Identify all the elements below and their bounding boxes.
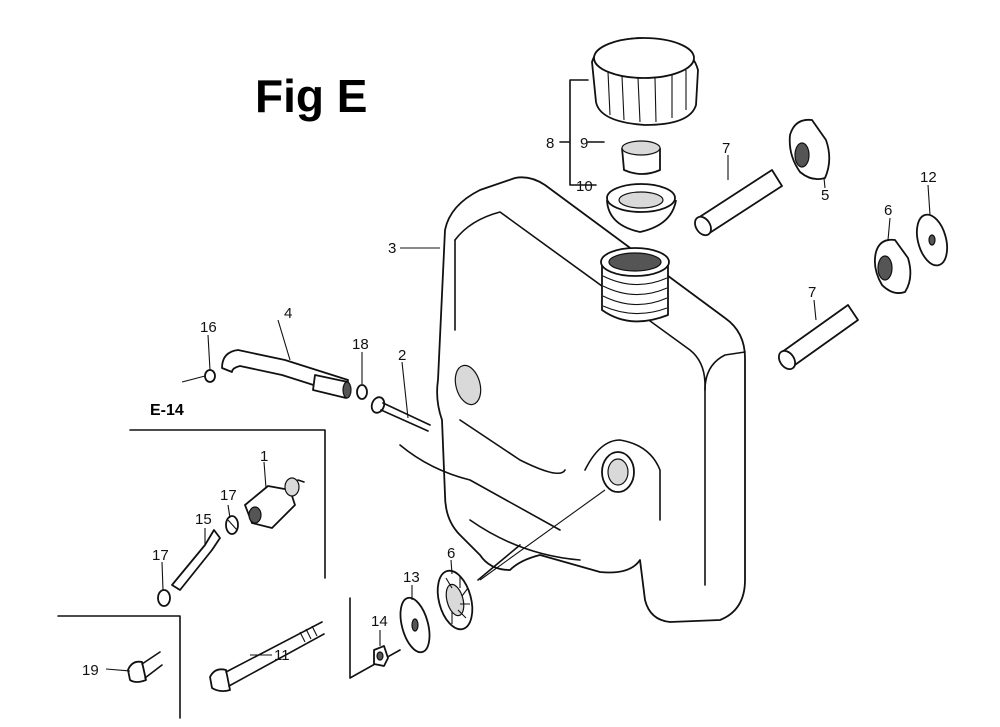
callout-13: 13 (403, 569, 420, 586)
callout-11: 11 (274, 647, 290, 664)
washer-12 (915, 213, 949, 267)
callout-14: 14 (371, 613, 388, 630)
bolt-11 (209, 621, 325, 693)
grommet-6-right (873, 238, 912, 294)
callout-4: 4 (284, 305, 292, 322)
grommet-5 (788, 118, 831, 181)
callout-6-lower: 6 (447, 545, 455, 562)
callout-2: 2 (398, 347, 406, 364)
washer-13 (399, 596, 431, 654)
rubber-pipe-upper (694, 169, 783, 237)
filler-neck (600, 247, 670, 323)
callout-3: 3 (388, 240, 396, 257)
group-frame-upper (129, 429, 326, 579)
callout-10: 10 (576, 178, 593, 195)
bolt-2 (370, 396, 431, 432)
callout-9: 9 (580, 135, 588, 152)
callout-7-upper: 7 (722, 140, 730, 157)
figure-title: Fig E (255, 70, 367, 122)
callout-18: 18 (352, 336, 369, 353)
clip-17-lower (157, 589, 171, 607)
callout-1: 1 (260, 448, 268, 465)
bolt-19 (127, 651, 163, 683)
callout-17-lower: 17 (152, 547, 169, 564)
callout-8: 8 (546, 135, 554, 152)
reference-label: E-14 (150, 402, 184, 419)
group-frame-lower (57, 615, 181, 719)
callout-12: 12 (920, 169, 937, 186)
fuel-cap (591, 37, 699, 126)
cap-filter (621, 140, 661, 175)
fuel-tube (221, 349, 352, 399)
clip-18 (356, 384, 368, 400)
callout-16: 16 (200, 319, 217, 336)
clip-16 (204, 369, 216, 383)
callout-19: 19 (82, 662, 99, 679)
callout-6-right: 6 (884, 202, 892, 219)
clip-17-upper (225, 515, 239, 535)
fuel-valve (244, 477, 305, 529)
rubber-pipe-lower (777, 304, 859, 371)
grommet-6-lower (436, 569, 474, 631)
callout-5: 5 (821, 187, 829, 204)
group-bracket-8 (559, 79, 605, 186)
group-frame-middle (349, 597, 401, 679)
fuel-hose-15 (171, 529, 221, 591)
strainer-ring (606, 183, 677, 233)
callout-17-upper: 17 (220, 487, 237, 504)
callout-7-lower: 7 (808, 284, 816, 301)
nut-14 (373, 645, 389, 667)
leader-lines (105, 155, 931, 672)
callout-15: 15 (195, 511, 212, 528)
